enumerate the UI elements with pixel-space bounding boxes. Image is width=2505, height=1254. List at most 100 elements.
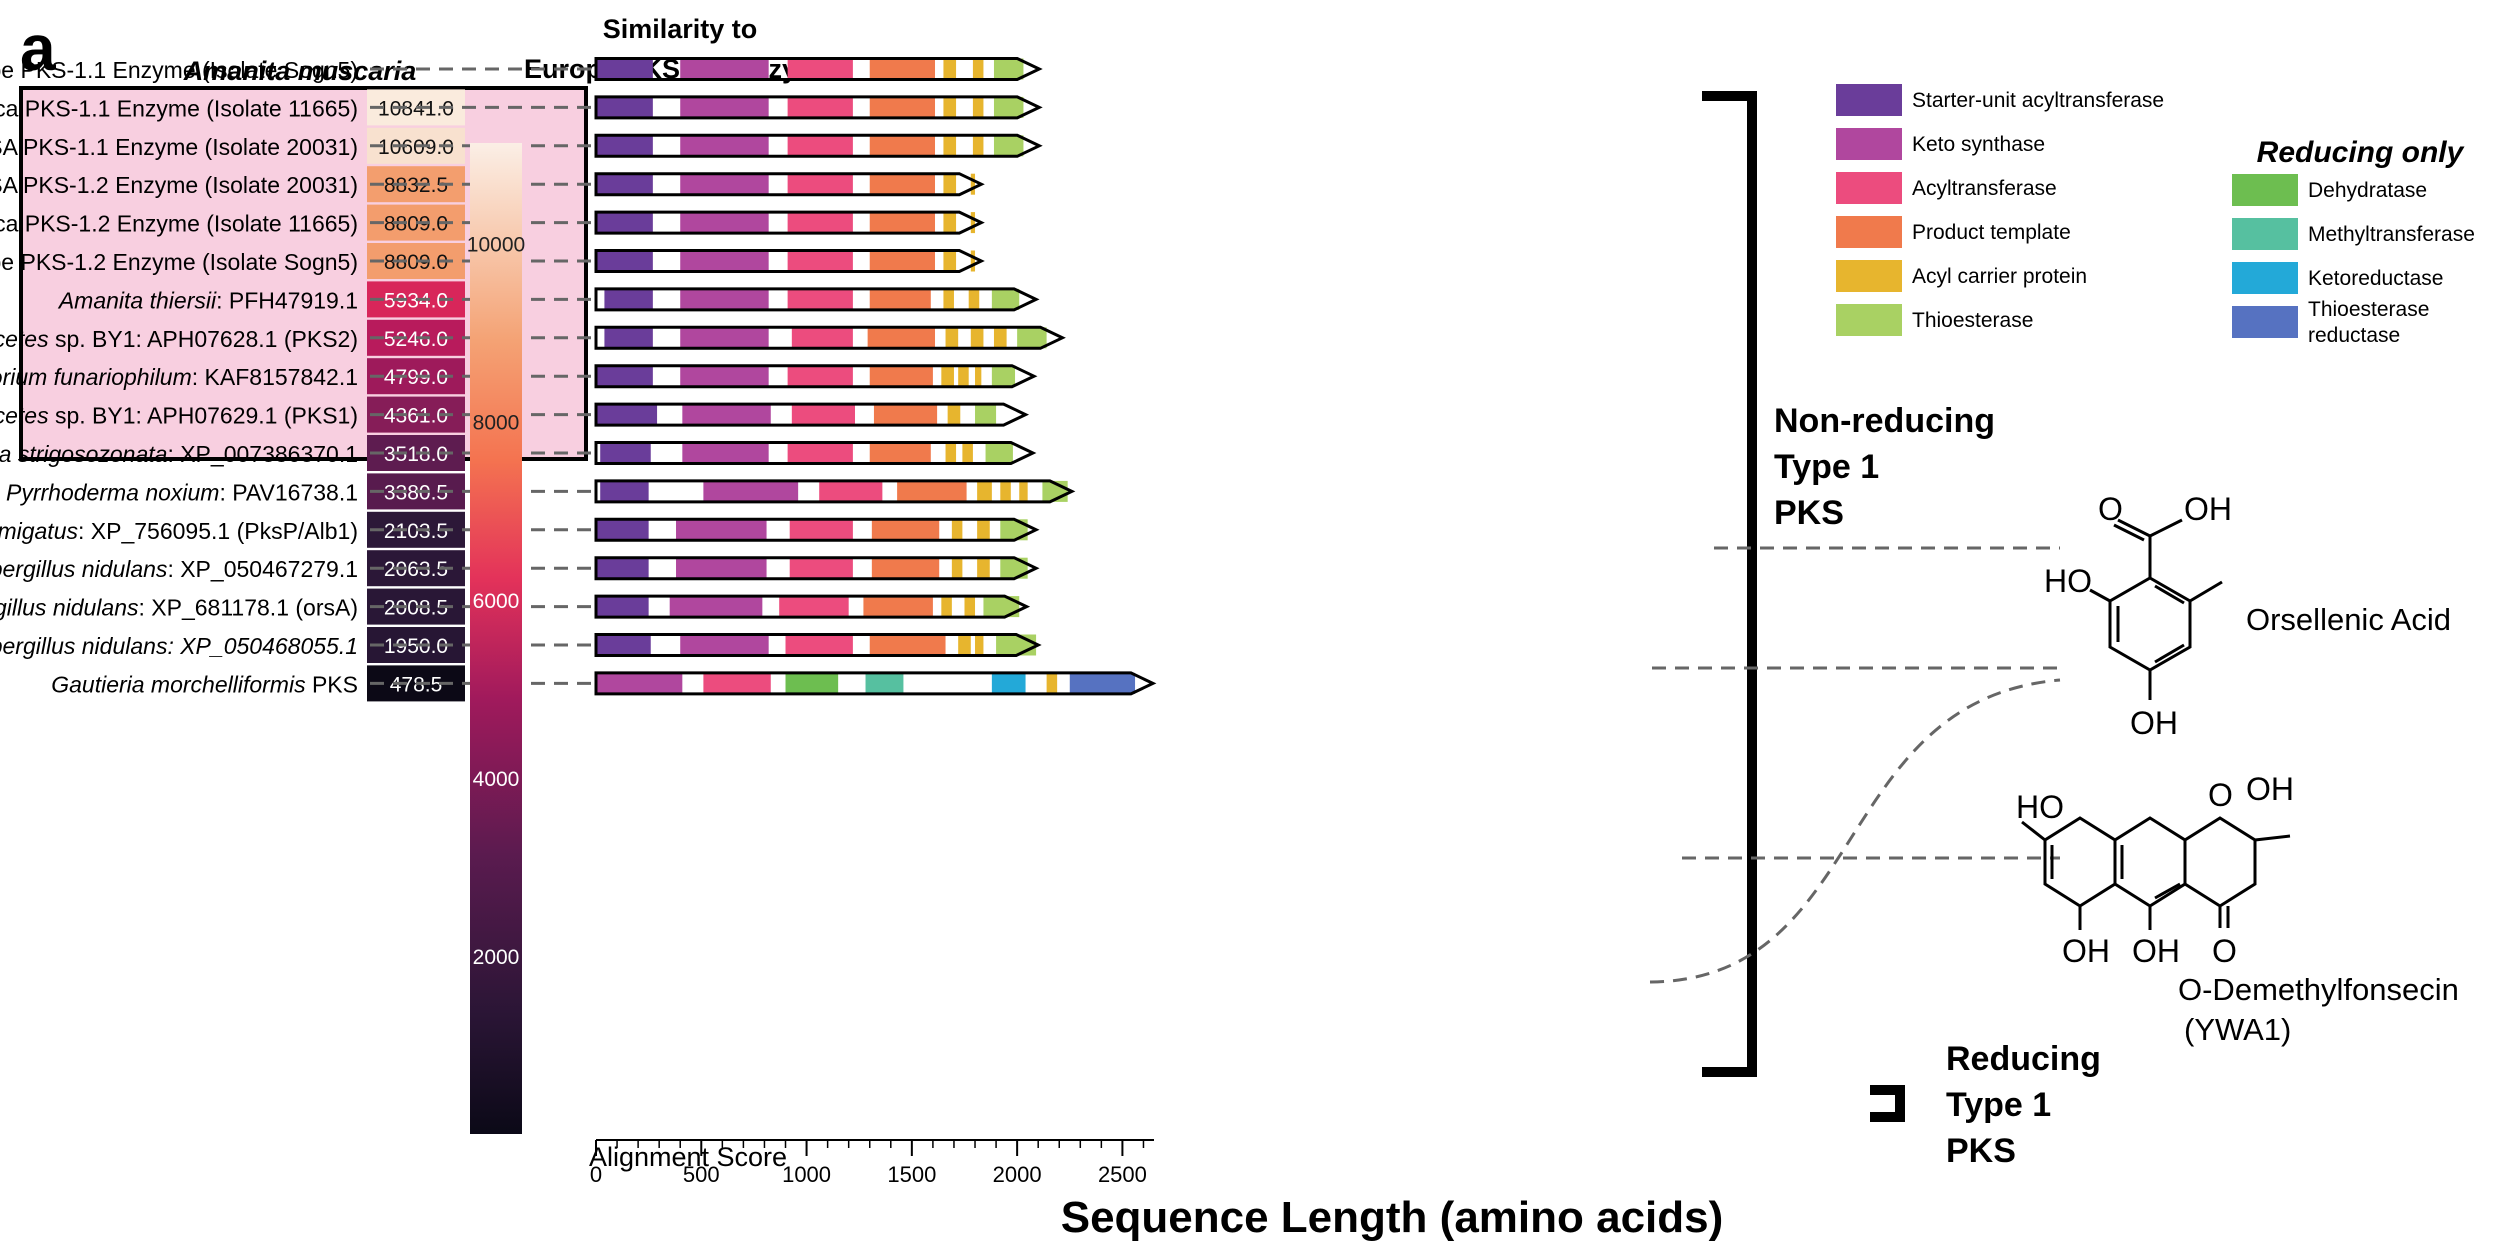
domain-sat (596, 365, 653, 387)
domain-ks (676, 557, 767, 579)
row-accession: sp. BY1: APH07628.1 (PKS2) (49, 326, 358, 352)
domain-acp (945, 327, 959, 349)
legend-reducing-title: Reducing only (2257, 136, 2465, 169)
nonreducing-label-3: PKS (1774, 494, 1844, 532)
domain-te (996, 634, 1037, 656)
orsellenic-acid-name: Orsellenic Acid (2246, 602, 2451, 637)
ywa1-atom-oh-right: OH (2132, 933, 2180, 969)
domain-at (787, 212, 853, 234)
ywa1-atom-oh-top: OH (2246, 771, 2294, 807)
row-species: Aspergillus fumigatus (0, 518, 78, 544)
protein-architecture (594, 594, 1031, 619)
domain-acp (941, 365, 954, 387)
domain-ks (680, 250, 769, 272)
protein-outline (594, 325, 1066, 350)
domain-ks (596, 672, 683, 694)
row-species: Agaricomycetes (0, 326, 49, 352)
panel-label: a (20, 12, 56, 84)
protein-outline (594, 479, 1076, 504)
legend-label: Product template (1912, 221, 2071, 244)
legend-swatch-acp (1836, 260, 1902, 292)
protein-architecture (594, 249, 985, 273)
protein-architecture (594, 210, 985, 235)
domain-acp (968, 288, 980, 310)
domain-ks (682, 442, 769, 464)
rows-layer: Europe PKS-1.1 Enzyme (Isolate Sogn5)Sou… (0, 57, 1157, 702)
protein-architecture (594, 556, 1040, 581)
domain-ks (680, 212, 769, 234)
row-accession: : XP_007386370.1 (167, 441, 358, 467)
ywa1-structure (2021, 816, 2291, 930)
legend-swatch-te (1836, 304, 1902, 336)
reducing-label-2: Type 1 (1946, 1086, 2051, 1124)
domain-pt (869, 96, 936, 118)
row-label: Crassisporium funariophilum: KAF8157842.… (0, 364, 358, 390)
row-label: USA PKS-1.2 Enzyme (Isolate 20031) (0, 172, 358, 198)
colorbar-tick-label: 6000 (473, 590, 520, 613)
row-species: Gautieria morchelliformis (51, 671, 306, 697)
domain-at (785, 634, 853, 656)
domain-sat (596, 135, 653, 157)
protein-architecture (594, 133, 1043, 158)
row-accession: : KAF8157842.1 (192, 364, 358, 390)
row-label: USA PKS-1.1 Enzyme (Isolate 20031) (0, 134, 358, 160)
row-accession: : XP_756095.1 (PksP/Alb1) (78, 518, 358, 544)
domain-sat (596, 557, 649, 579)
ywa1-atom-oh-left: OH (2062, 933, 2110, 969)
domain-acp (943, 212, 957, 234)
domain-sat (600, 442, 651, 464)
domain-sat (596, 96, 653, 118)
domain-ks (680, 58, 769, 80)
domain-sat (596, 212, 653, 234)
protein-outline (594, 287, 1040, 312)
row-accession: Europe PKS-1.2 Enzyme (Isolate Sogn5) (0, 249, 358, 275)
protein-architecture (594, 633, 1042, 657)
domain-ks (680, 96, 769, 118)
legend-swatch-ks (1836, 128, 1902, 160)
domain-pt (871, 557, 940, 579)
domain-at (787, 288, 853, 310)
domain-acp (951, 519, 963, 541)
domain-acp (993, 327, 1007, 349)
ywa1-atom-ho: HO (2016, 789, 2064, 825)
nonreducing-bracket (1702, 91, 1757, 1077)
domain-at (703, 672, 771, 694)
domain-ks (676, 519, 767, 541)
legend-label: Methyltransferase (2308, 223, 2475, 246)
row-accession: : XP_681178.1 (orsA) (139, 595, 358, 621)
domain-acp (964, 596, 976, 618)
protein-architecture (594, 479, 1076, 504)
domain-acp (977, 557, 990, 579)
domain-pt (867, 327, 936, 349)
domain-at (779, 596, 849, 618)
legend-label: Thioesterase (1912, 309, 2033, 332)
domain-pt (869, 135, 936, 157)
legend-label: Ketoreductase (2308, 267, 2443, 290)
nonreducing-label-1: Non-reducing (1774, 402, 1995, 440)
domain-te (991, 288, 1020, 310)
row-accession: : PFH47919.1 (216, 287, 358, 313)
domain-at (787, 442, 853, 464)
domain-at (791, 327, 853, 349)
legend-swatch-at (1836, 172, 1902, 204)
nonreducing-label-2: Type 1 (1774, 448, 1879, 486)
domain-acp (970, 212, 976, 234)
domain-at (819, 480, 883, 502)
domain-dh (785, 672, 839, 694)
domain-ks (680, 288, 769, 310)
domain-sat (596, 596, 649, 618)
heatmap-xlabel: Alignment Score (589, 1142, 787, 1172)
domain-at (789, 519, 853, 541)
colorbar-tick-label: 10000 (467, 234, 525, 257)
protein-outline (594, 249, 985, 273)
domain-acp (947, 404, 961, 426)
domain-acp (941, 596, 952, 618)
legend-swatch-kr (2232, 262, 2298, 294)
row-label: Agaricomycetes sp. BY1: APH07628.1 (PKS2… (0, 326, 358, 352)
domain-acp (943, 173, 957, 195)
domain-te (1000, 519, 1028, 541)
domain-at (791, 404, 855, 426)
